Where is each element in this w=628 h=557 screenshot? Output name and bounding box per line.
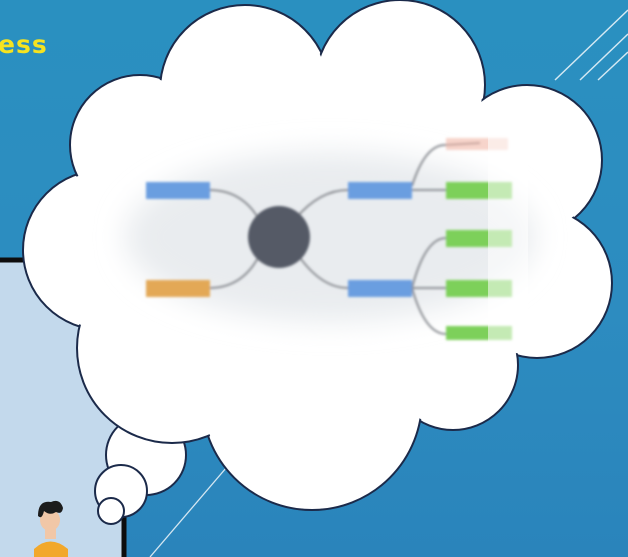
person-thinking-icon (34, 500, 68, 557)
mind-map-left-branch-bottom (146, 280, 210, 297)
mind-map-right-branch-bottom (348, 280, 412, 297)
mind-map-center-node (248, 206, 310, 268)
slide-title: ess (0, 30, 48, 59)
mind-map-left-branch-top (146, 182, 210, 199)
mind-map-right-branch-top (348, 182, 412, 199)
mind-map-connectors (208, 142, 481, 335)
mind-map-diagram (125, 130, 535, 345)
mind-map-halo (125, 152, 535, 322)
mind-map-fade (488, 130, 528, 345)
